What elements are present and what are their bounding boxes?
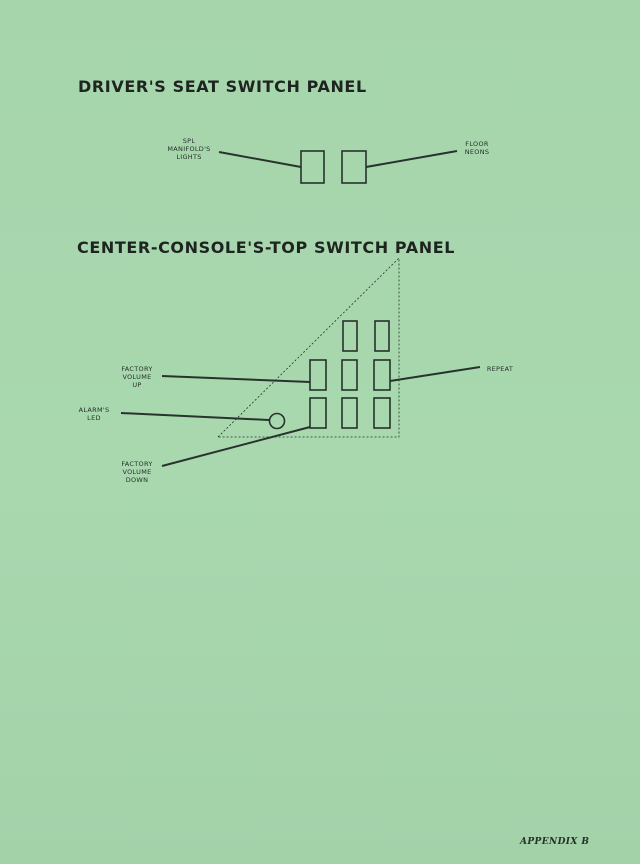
console-switch-r3c2 — [341, 397, 358, 429]
console-switch-r2c1 — [309, 359, 327, 391]
label-line: VOLUME — [122, 468, 152, 476]
label-line: DOWN — [125, 476, 149, 484]
label-line: SPL — [182, 137, 196, 145]
label-line: ALARM'S — [78, 406, 110, 414]
floor-neons-switch — [341, 150, 367, 184]
alarms-led-label: ALARM'S LED — [70, 406, 118, 422]
console-outline-dotted — [217, 257, 400, 438]
label-line: FACTORY — [121, 460, 153, 468]
floor-neons-label: FLOOR NEONS — [452, 140, 502, 156]
console-switch-r2c3 — [373, 359, 391, 391]
factory-volume-up-label: FACTORY VOLUME UP — [108, 365, 166, 389]
console-switch-r1c3 — [374, 320, 390, 352]
appendix-label: APPENDIX B — [520, 837, 590, 847]
label-line: VOLUME — [122, 373, 152, 381]
floor-neons-leader-line — [365, 150, 458, 168]
console-switch-r3c3 — [373, 397, 391, 429]
factory-volume-up-leader-line — [161, 375, 311, 383]
spl-manifolds-lights-label: SPL MANIFOLD'S LIGHTS — [150, 137, 228, 161]
console-switch-r3c1 — [309, 397, 327, 429]
label-line: LED — [87, 414, 101, 422]
factory-volume-down-leader-line — [161, 426, 311, 467]
label-line: NEONS — [464, 148, 490, 156]
label-line: FACTORY — [121, 365, 153, 373]
label-line: FLOOR — [465, 140, 489, 148]
label-line: UP — [132, 381, 142, 389]
alarm-led-leader-line — [120, 412, 270, 421]
factory-volume-down-label: FACTORY VOLUME DOWN — [108, 460, 166, 484]
label-line: LIGHTS — [176, 153, 202, 161]
label-line: MANIFOLD'S — [167, 145, 211, 153]
center-console-panel-title: CENTER-CONSOLE'S-TOP SWITCH PANEL — [77, 238, 456, 257]
label-line: REPEAT — [486, 365, 514, 373]
drivers-seat-panel-title: DRIVER'S SEAT SWITCH PANEL — [78, 77, 367, 96]
alarm-led-circle — [268, 412, 286, 430]
repeat-leader-line — [389, 366, 481, 382]
spl-lights-leader-line — [218, 151, 302, 168]
console-switch-r1c2 — [342, 320, 358, 352]
console-switch-r2c2 — [341, 359, 358, 391]
spl-lights-switch — [300, 150, 325, 184]
repeat-label: REPEAT — [478, 365, 522, 373]
